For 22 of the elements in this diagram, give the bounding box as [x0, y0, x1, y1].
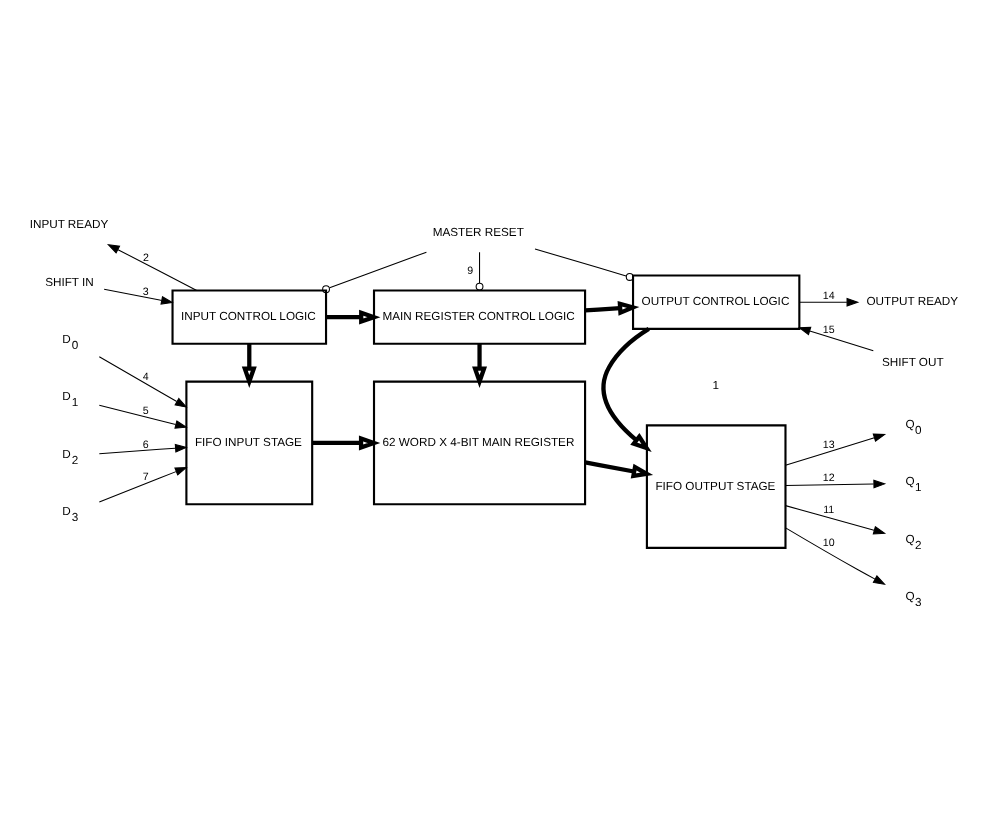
arrow — [312, 435, 381, 451]
arrow — [98, 356, 188, 408]
arrow — [585, 300, 640, 316]
arrow — [472, 343, 488, 388]
arrow — [784, 505, 887, 535]
connector — [534, 248, 634, 281]
arrow — [241, 343, 257, 388]
arrow — [784, 433, 887, 466]
arrow — [601, 327, 652, 453]
connector — [322, 251, 427, 294]
arrow — [584, 460, 654, 479]
arrow — [106, 243, 198, 291]
arrow — [98, 404, 188, 429]
arrow — [98, 443, 188, 455]
arrow — [103, 288, 174, 305]
arrow — [98, 466, 188, 503]
connector — [475, 251, 484, 291]
arrow — [785, 527, 886, 585]
arrow — [326, 309, 381, 325]
arrow — [784, 479, 887, 489]
arrow — [798, 297, 860, 307]
arrow — [797, 326, 874, 352]
